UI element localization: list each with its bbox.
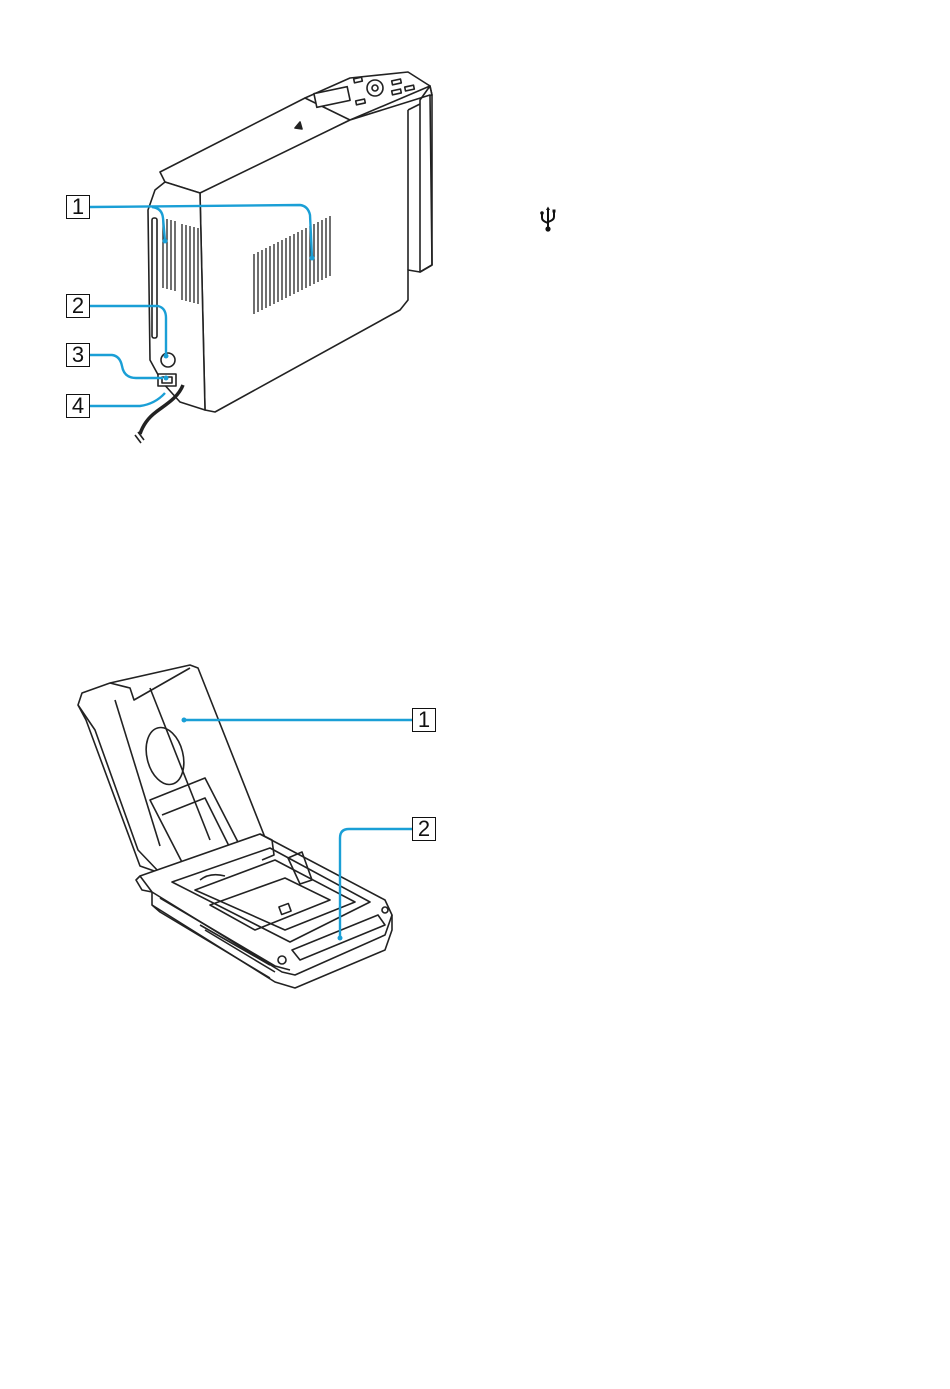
usb-icon [539,206,557,234]
printer-callout-1: 1 [66,195,90,219]
printer-callout-2: 2 [66,294,90,318]
printer-illustration [135,72,432,443]
printer-callout-3: 3 [66,343,90,367]
tray-callout-1: 1 [412,708,436,732]
paper-tray-illustration [78,665,392,988]
tray-callout-2: 2 [412,817,436,841]
printer-callout-4: 4 [66,394,90,418]
